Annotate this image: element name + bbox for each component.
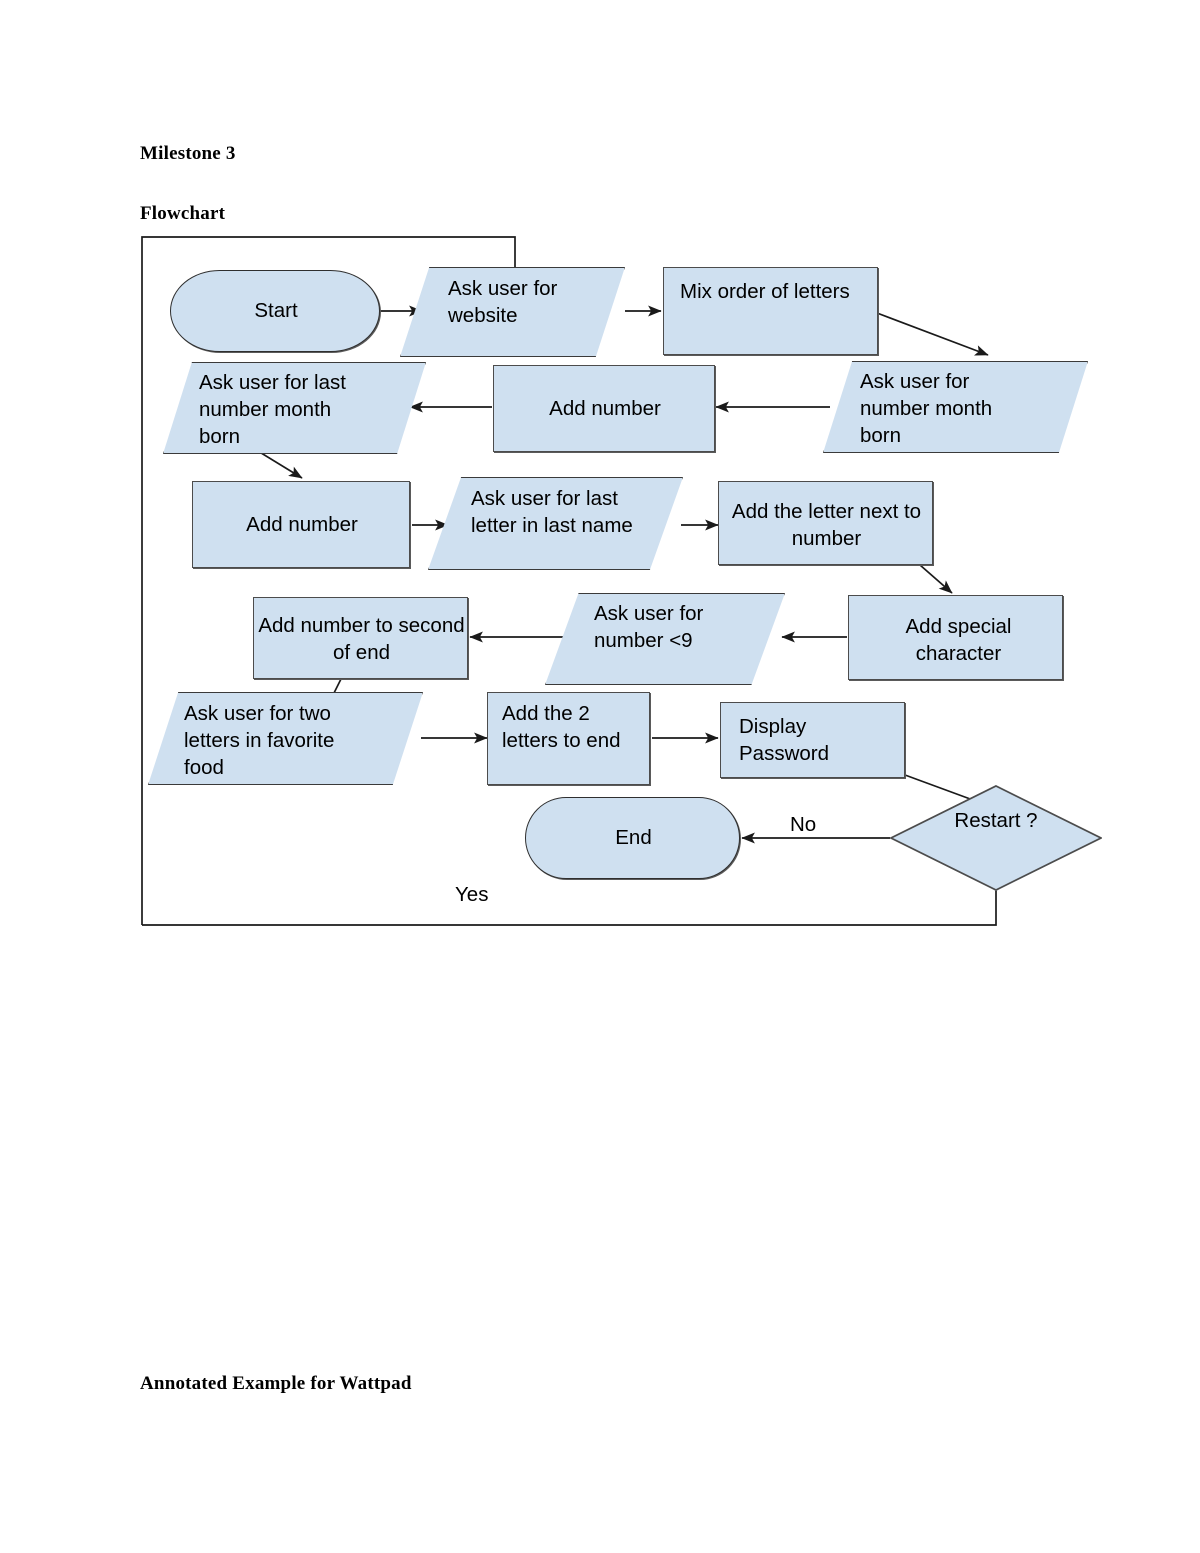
node-add-special-character[interactable]: Add special character <box>848 595 1063 680</box>
node-add-special-character-label: Add special character <box>905 615 1012 666</box>
node-ask-last-number-month-born[interactable]: Ask user for last number month born <box>163 362 426 454</box>
connector-add-letter-to-add-special <box>919 564 953 594</box>
node-ask-number-less-than-9[interactable]: Ask user for number <9 <box>545 593 785 685</box>
node-ask-last-letter-last-name[interactable]: Ask user for last letter in last name <box>428 477 683 570</box>
node-ask-website[interactable]: Ask user for website <box>400 267 625 357</box>
node-start-label: Start <box>254 299 298 322</box>
node-ask-website-label: Ask user for website <box>448 277 558 328</box>
node-add-number-2[interactable]: Add number <box>192 481 410 568</box>
node-end[interactable]: End <box>525 797 740 879</box>
node-mix-letters[interactable]: Mix order of letters <box>663 267 878 355</box>
node-add-number-2-label: Add number <box>246 513 358 536</box>
node-display-password-label: Display Password <box>739 715 830 766</box>
node-add-number-second-of-end-label: Add number to second of end <box>258 614 465 665</box>
connector-mix-to-ask-number-month <box>876 312 989 356</box>
node-ask-two-letters-favorite-food-label: Ask user for two letters in favorite foo… <box>184 702 335 780</box>
node-ask-number-month-born-label: Ask user for number month born <box>860 370 993 448</box>
node-add-2-letters-to-end[interactable]: Add the 2 letters to end <box>487 692 650 785</box>
node-ask-number-less-than-9-label: Ask user for number <9 <box>594 602 704 653</box>
connector-restart-yes-loop <box>141 236 516 925</box>
page-title-milestone: Milestone 3 <box>140 143 236 164</box>
node-add-number-second-of-end[interactable]: Add number to second of end <box>253 597 468 679</box>
node-add-number-1[interactable]: Add number <box>493 365 715 452</box>
node-display-password[interactable]: Display Password <box>720 702 905 778</box>
node-add-number-1-label: Add number <box>549 397 661 420</box>
edge-label-yes: Yes <box>455 883 489 906</box>
node-add-letter-next-to-number[interactable]: Add the letter next to number <box>718 481 933 565</box>
node-mix-letters-label: Mix order of letters <box>680 280 850 303</box>
node-ask-number-month-born[interactable]: Ask user for number month born <box>823 361 1088 453</box>
node-ask-last-number-month-born-label: Ask user for last number month born <box>199 371 346 449</box>
edge-label-no: No <box>790 813 817 836</box>
node-ask-two-letters-favorite-food[interactable]: Ask user for two letters in favorite foo… <box>148 692 423 785</box>
section-title-flowchart: Flowchart <box>140 203 226 224</box>
node-end-label: End <box>615 826 652 849</box>
node-add-letter-next-to-number-label: Add the letter next to number <box>731 500 922 551</box>
node-start[interactable]: Start <box>170 270 380 352</box>
node-ask-last-letter-last-name-label: Ask user for last letter in last name <box>471 487 633 538</box>
node-add-2-letters-to-end-label: Add the 2 letters to end <box>502 702 621 753</box>
flowchart-diagram: Start Ask user for website Mix order of … <box>130 225 1120 945</box>
connector-restart-yes-to-bottom <box>142 890 997 926</box>
section-title-annotated-example: Annotated Example for Wattpad <box>140 1373 412 1394</box>
